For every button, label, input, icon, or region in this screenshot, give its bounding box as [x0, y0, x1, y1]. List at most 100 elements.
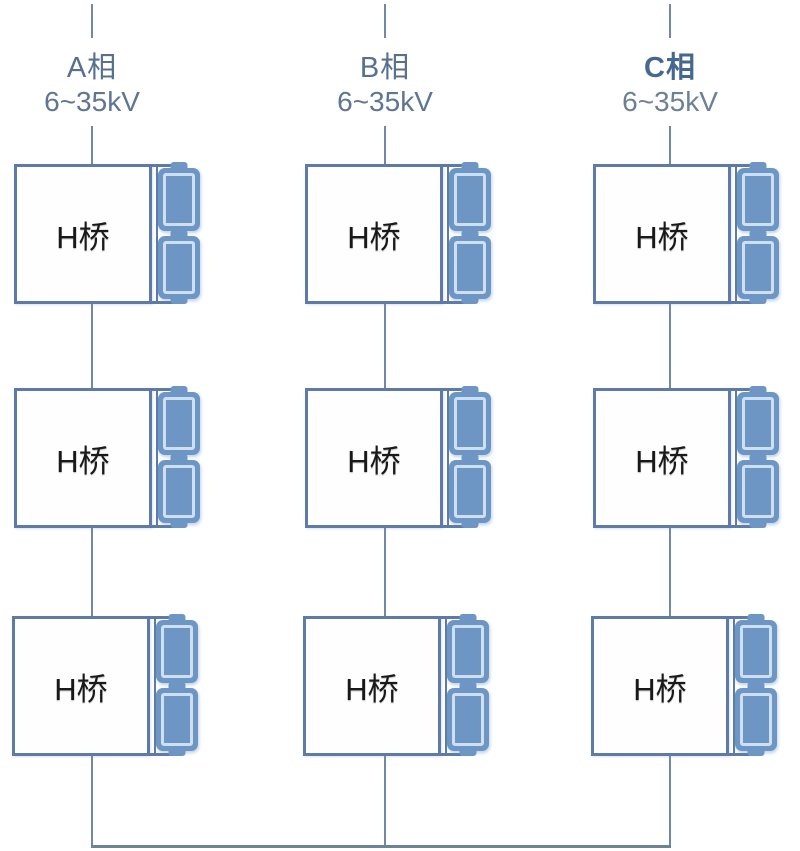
battery-inner-ring	[454, 173, 486, 226]
dc-link-line	[445, 616, 447, 756]
dc-link-line	[735, 388, 737, 528]
battery-top-link-line	[437, 388, 475, 391]
battery-terminal-icon	[459, 614, 477, 622]
dc-link-line	[154, 616, 156, 756]
hbridge-box: H桥	[14, 164, 152, 304]
phase-c-cell-connector-line	[669, 528, 671, 616]
hbridge-label: H桥	[635, 219, 689, 255]
battery-inner-ring	[163, 465, 195, 518]
phase-a-cell-connector-line	[91, 304, 93, 388]
dc-link-line	[156, 164, 158, 304]
neutral-bus-line	[91, 845, 671, 848]
battery-inner-ring	[742, 397, 774, 450]
battery-icon	[737, 454, 779, 528]
battery-terminal-icon	[749, 296, 767, 304]
battery-terminal-icon	[168, 748, 186, 756]
phase-a-lead-line	[91, 126, 93, 164]
battery-inner-ring	[742, 241, 774, 294]
battery-icon	[449, 162, 491, 231]
battery-top-link-line	[723, 616, 761, 619]
hbridge-label: H桥	[347, 443, 401, 479]
battery-top-link-line	[144, 616, 182, 619]
dc-link-line	[447, 388, 449, 528]
battery-top-link-line	[725, 164, 763, 167]
hbridge-box: H桥	[14, 388, 152, 528]
phase-c-cell-connector-line	[669, 304, 671, 388]
battery-icon	[158, 454, 200, 528]
phase-c-lead-line	[669, 126, 671, 164]
hbridge-box: H桥	[593, 388, 731, 528]
hbridge-box: H桥	[593, 164, 731, 304]
battery-terminal-icon	[461, 296, 479, 304]
battery-icon	[737, 230, 779, 304]
battery-bottom-link-line	[437, 301, 475, 304]
phase-c-top-stub-line	[669, 4, 671, 38]
battery-inner-ring	[163, 173, 195, 226]
battery-inner-ring	[742, 173, 774, 226]
battery-inner-ring	[454, 397, 486, 450]
phase-b-label: B相	[359, 52, 411, 84]
phase-b-cell-connector-line	[384, 304, 386, 388]
phase-b-cell-connector-line	[384, 528, 386, 616]
battery-inner-ring	[454, 241, 486, 294]
battery-terminal-icon	[170, 386, 188, 394]
battery-icon	[737, 162, 779, 231]
hbridge-label: H桥	[345, 671, 399, 707]
battery-terminal-icon	[461, 386, 479, 394]
hbridge-label: H桥	[56, 443, 110, 479]
hbridge-cell-b1: H桥	[305, 162, 507, 304]
hbridge-cell-c2: H桥	[593, 386, 795, 528]
battery-terminal-icon	[749, 386, 767, 394]
battery-inner-ring	[740, 625, 772, 678]
hbridge-cell-c1: H桥	[593, 162, 795, 304]
battery-icon	[156, 682, 198, 756]
battery-terminal-icon	[749, 162, 767, 170]
battery-terminal-icon	[459, 682, 477, 690]
hbridge-cell-b3: H桥	[303, 614, 505, 756]
battery-inner-ring	[742, 465, 774, 518]
battery-icon	[449, 454, 491, 528]
battery-inner-ring	[163, 397, 195, 450]
phase-b-bottom-drop-line	[384, 756, 386, 845]
battery-terminal-icon	[747, 682, 765, 690]
dc-link-line	[447, 164, 449, 304]
dc-link-line	[156, 388, 158, 528]
battery-icon	[737, 386, 779, 455]
hbridge-label: H桥	[54, 671, 108, 707]
battery-bottom-link-line	[435, 753, 473, 756]
battery-bottom-link-line	[144, 753, 182, 756]
battery-inner-ring	[454, 465, 486, 518]
battery-icon	[158, 230, 200, 304]
battery-icon	[158, 386, 200, 455]
battery-terminal-icon	[168, 682, 186, 690]
battery-top-link-line	[725, 388, 763, 391]
battery-terminal-icon	[168, 614, 186, 622]
battery-terminal-icon	[170, 296, 188, 304]
battery-terminal-icon	[170, 162, 188, 170]
battery-terminal-icon	[461, 454, 479, 462]
battery-bottom-link-line	[723, 753, 761, 756]
hbridge-cell-b2: H桥	[305, 386, 507, 528]
hbridge-box: H桥	[12, 616, 150, 756]
phase-c-label: C相	[644, 52, 696, 84]
battery-icon	[735, 682, 777, 756]
phase-a-voltage-label: 6~35kV	[44, 86, 140, 117]
battery-top-link-line	[437, 164, 475, 167]
hbridge-cell-a2: H桥	[14, 386, 216, 528]
phase-a-label: A相	[66, 52, 118, 84]
battery-terminal-icon	[749, 520, 767, 528]
phase-a-top-stub-line	[91, 4, 93, 38]
battery-terminal-icon	[459, 748, 477, 756]
battery-inner-ring	[163, 241, 195, 294]
phase-b-voltage-label: 6~35kV	[337, 86, 433, 117]
battery-terminal-icon	[747, 614, 765, 622]
hbridge-box: H桥	[591, 616, 729, 756]
battery-terminal-icon	[461, 230, 479, 238]
battery-inner-ring	[740, 693, 772, 746]
phase-c-voltage-label: 6~35kV	[622, 86, 718, 117]
battery-terminal-icon	[749, 454, 767, 462]
battery-bottom-link-line	[146, 525, 184, 528]
battery-terminal-icon	[747, 748, 765, 756]
phase-a-bottom-drop-line	[91, 756, 93, 845]
